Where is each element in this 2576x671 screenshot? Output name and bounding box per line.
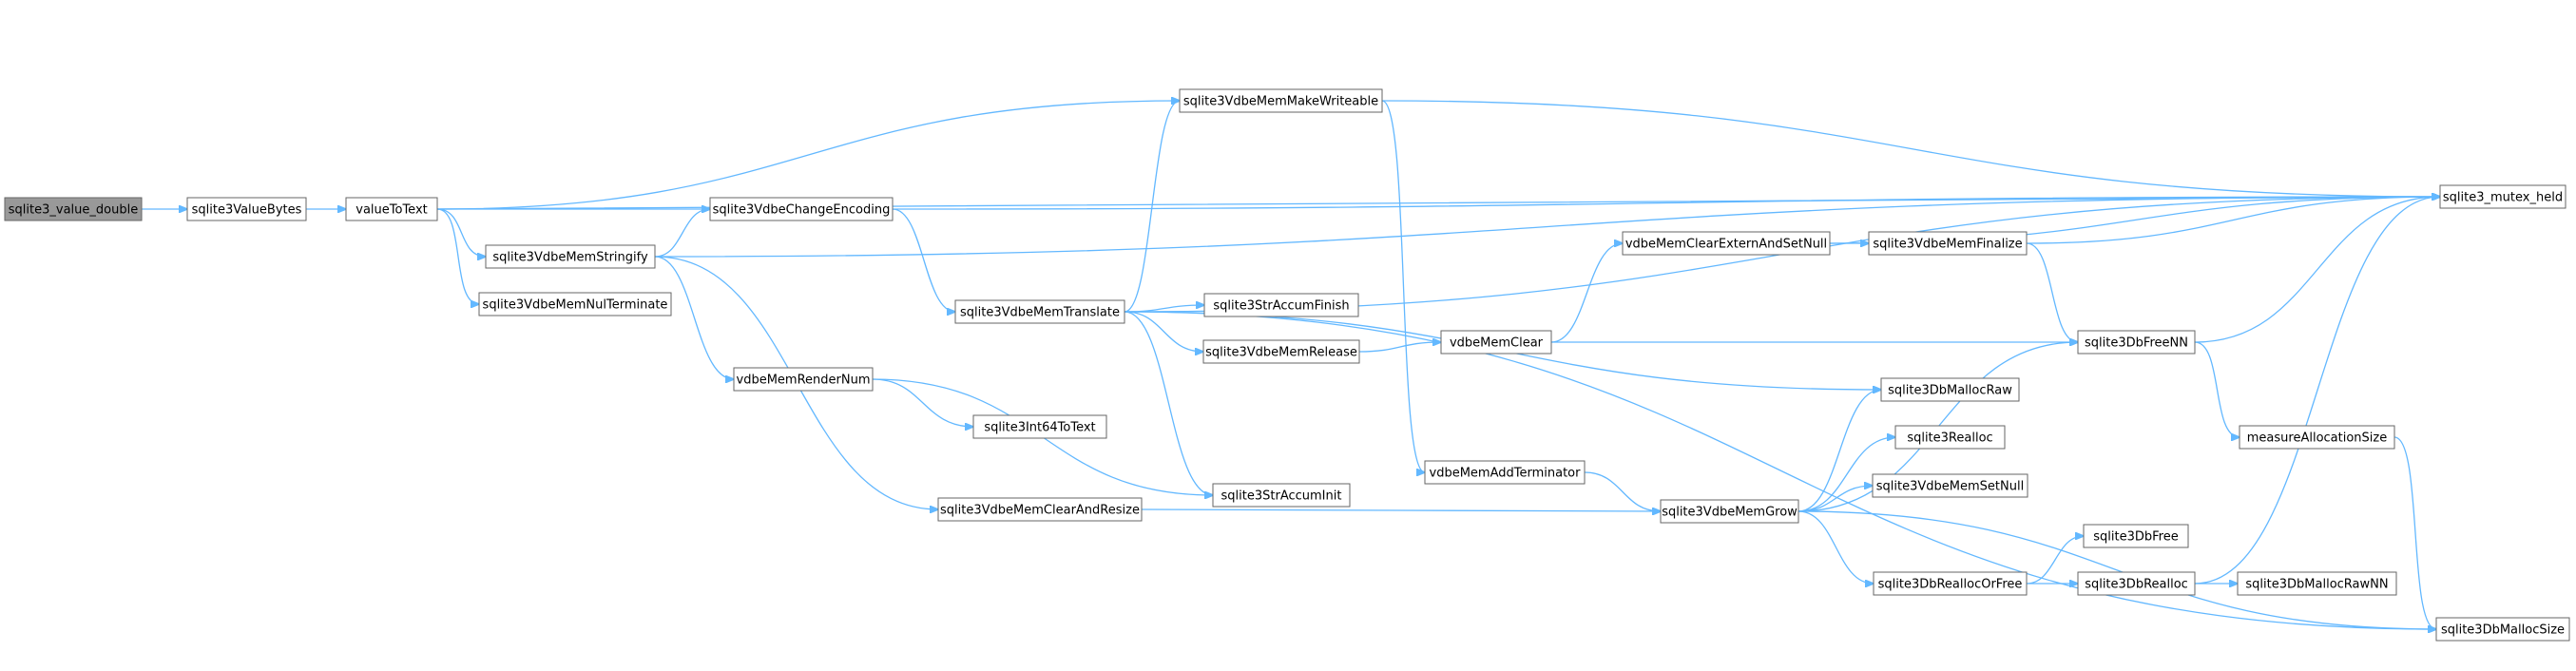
edge-sqlite3VdbeMemGrow-to-sqlite3DbMallocRaw [1797,390,1881,512]
edge-sqlite3VdbeMemMakeWriteable-to-sqlite3_mutex_held [1381,100,2440,197]
node-sqlite3-db-malloc-size[interactable]: sqlite3DbMallocSize [2435,617,2570,642]
edge-sqlite3VdbeMemStringify-to-sqlite3_mutex_held [654,197,2440,258]
edge-sqlite3VdbeMemStringify-to-vdbeMemRenderNum [654,256,734,379]
node-sqlite3-db-free-nn[interactable]: sqlite3DbFreeNN [2077,330,2196,355]
edge-sqlite3VdbeMemFinalize-to-sqlite3_mutex_held [2026,197,2440,244]
node-sqlite3-vdbe-mem-translate[interactable]: sqlite3VdbeMemTranslate [954,299,1125,324]
node-label: sqlite3DbFree [2093,530,2178,545]
node-value-to-text[interactable]: valueToText [345,197,438,221]
node-label: sqlite3StrAccumInit [1221,489,1342,504]
node-sqlite3-mutex-held[interactable]: sqlite3_mutex_held [2439,184,2566,209]
node-vdbe-mem-render-num[interactable]: vdbeMemRenderNum [733,367,874,392]
node-label: sqlite3ValueBytes [192,203,302,218]
node-vdbe-mem-add-terminator[interactable]: vdbeMemAddTerminator [1424,460,1586,485]
node-measure-allocation-size[interactable]: measureAllocationSize [2239,425,2395,450]
node-label: vdbeMemClearExternAndSetNull [1625,238,1827,252]
node-sqlite3-db-realloc[interactable]: sqlite3DbRealloc [2077,571,2196,596]
edge-valueToText-to-sqlite3VdbeMemNulTerminate [436,208,479,304]
edge-measureAllocationSize-to-sqlite3DbMallocSize [2393,436,2436,629]
node-label: vdbeMemAddTerminator [1430,467,1582,481]
edge-vdbeMemAddTerminator-to-sqlite3VdbeMemGrow [1584,471,1661,511]
edge-sqlite3VdbeMemTranslate-to-sqlite3VdbeMemRelease [1124,311,1203,352]
edge-valueToText-to-sqlite3VdbeMemStringify [436,208,486,257]
node-layer: sqlite3_value_double sqlite3ValueBytes v… [4,88,2570,642]
node-label: sqlite3VdbeMemMakeWriteable [1183,95,1378,109]
node-label: sqlite3VdbeMemClearAndResize [940,504,1140,518]
node-sqlite3-value-bytes[interactable]: sqlite3ValueBytes [186,197,307,221]
node-label: sqlite3DbMallocSize [2441,623,2565,638]
node-sqlite3-db-realloc-or-free[interactable]: sqlite3DbReallocOrFree [1873,571,2028,596]
node-label: sqlite3Realloc [1907,431,1992,446]
edge-sqlite3VdbeMemStringify-to-sqlite3VdbeChangeEncoding [654,209,710,258]
node-sqlite3-int64-to-text[interactable]: sqlite3Int64ToText [972,414,1107,439]
node-label: sqlite3DbMallocRawNN [2245,578,2388,592]
node-label: sqlite3VdbeMemSetNull [1876,480,2024,494]
node-label: sqlite3VdbeChangeEncoding [713,203,891,218]
edge-sqlite3VdbeChangeEncoding-to-sqlite3_mutex_held [892,197,2440,210]
edge-sqlite3VdbeMemFinalize-to-sqlite3DbFreeNN [2026,242,2078,342]
node-label: vdbeMemRenderNum [737,374,871,388]
node-sqlite3-value-double[interactable]: sqlite3_value_double [4,197,143,221]
edge-sqlite3VdbeMemTranslate-to-sqlite3VdbeMemMakeWriteable [1124,101,1180,313]
node-label: sqlite3StrAccumFinish [1213,299,1349,314]
edge-sqlite3VdbeMemTranslate-to-sqlite3StrAccumInit [1124,311,1213,495]
node-sqlite3-vdbe-mem-grow[interactable]: sqlite3VdbeMemGrow [1660,499,1799,524]
node-sqlite3-vdbe-mem-make-writeable[interactable]: sqlite3VdbeMemMakeWriteable [1179,88,1383,113]
node-sqlite3-vdbe-mem-release[interactable]: sqlite3VdbeMemRelease [1202,339,1360,364]
node-sqlite3-realloc[interactable]: sqlite3Realloc [1894,425,2006,450]
node-sqlite3-vdbe-mem-stringify[interactable]: sqlite3VdbeMemStringify [485,244,656,269]
edge-vdbeMemClear-to-vdbeMemClearExternAndSetNull [1550,243,1623,343]
edge-sqlite3DbReallocOrFree-to-sqlite3DbFree [2026,536,2084,585]
node-label: sqlite3VdbeMemNulTerminate [483,298,668,313]
node-label: sqlite3VdbeMemFinalize [1873,238,2022,252]
node-sqlite3-vdbe-change-encoding[interactable]: sqlite3VdbeChangeEncoding [709,197,894,221]
node-label: measureAllocationSize [2247,431,2387,446]
node-sqlite3-str-accum-finish[interactable]: sqlite3StrAccumFinish [1203,293,1359,317]
edge-sqlite3VdbeMemRelease-to-vdbeMemClear [1358,342,1441,353]
node-sqlite3-db-malloc-raw[interactable]: sqlite3DbMallocRaw [1880,377,2020,402]
node-label: sqlite3VdbeMemStringify [492,251,648,265]
edge-layer [142,101,2440,629]
edge-vdbeMemRenderNum-to-sqlite3Int64ToText [872,378,973,427]
node-label: sqlite3VdbeMemGrow [1662,506,1797,520]
node-label: valueToText [356,203,428,218]
node-label: sqlite3_mutex_held [2443,191,2563,205]
node-label: sqlite3VdbeMemTranslate [960,306,1120,320]
edge-sqlite3VdbeMemMakeWriteable-to-vdbeMemAddTerminator [1381,100,1425,472]
edge-sqlite3DbRealloc-to-sqlite3_mutex_held [2194,197,2440,585]
node-label: sqlite3_value_double [9,203,138,218]
node-label: sqlite3Int64ToText [984,421,1095,435]
node-label: sqlite3DbReallocOrFree [1878,578,2023,592]
node-label: sqlite3DbMallocRaw [1888,384,2012,398]
node-sqlite3-vdbe-mem-finalize[interactable]: sqlite3VdbeMemFinalize [1868,231,2028,256]
node-sqlite3-vdbe-mem-nul-terminate[interactable]: sqlite3VdbeMemNulTerminate [478,292,672,316]
edge-sqlite3VdbeMemGrow-to-sqlite3Realloc [1797,437,1895,512]
edge-valueToText-to-sqlite3VdbeMemMakeWriteable [436,101,1180,210]
edge-sqlite3VdbeMemTranslate-to-sqlite3DbMallocSize [1124,311,2436,629]
node-vdbe-mem-clear-extern-and-set-null[interactable]: vdbeMemClearExternAndSetNull [1622,231,1831,256]
node-label: sqlite3DbFreeNN [2085,336,2188,351]
node-label: sqlite3VdbeMemRelease [1205,346,1357,360]
edge-sqlite3VdbeMemGrow-to-sqlite3DbReallocOrFree [1797,510,1874,584]
edge-sqlite3VdbeMemGrow-to-sqlite3DbMallocSize [1797,510,2436,629]
node-sqlite3-db-free[interactable]: sqlite3DbFree [2083,524,2189,548]
node-sqlite3-vdbe-mem-set-null[interactable]: sqlite3VdbeMemSetNull [1872,473,2028,498]
node-label: sqlite3DbRealloc [2085,578,2188,592]
node-label: vdbeMemClear [1450,336,1544,351]
node-vdbe-mem-clear[interactable]: vdbeMemClear [1440,330,1552,355]
edge-sqlite3VdbeChangeEncoding-to-sqlite3VdbeMemTranslate [892,208,955,312]
node-sqlite3-str-accum-init[interactable]: sqlite3StrAccumInit [1212,483,1351,508]
edge-sqlite3DbFreeNN-to-measureAllocationSize [2194,341,2240,437]
edge-sqlite3DbFreeNN-to-sqlite3_mutex_held [2194,197,2440,343]
edge-sqlite3VdbeMemClearAndResize-to-sqlite3VdbeMemGrow [1141,509,1661,511]
node-sqlite3-vdbe-mem-clear-and-resize[interactable]: sqlite3VdbeMemClearAndResize [937,497,1143,522]
node-sqlite3-db-malloc-raw-nn[interactable]: sqlite3DbMallocRawNN [2237,571,2397,596]
